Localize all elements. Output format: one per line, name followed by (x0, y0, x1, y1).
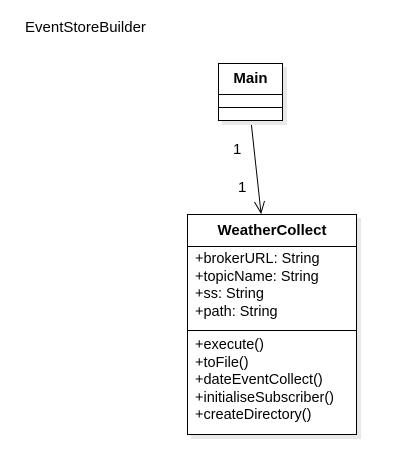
operation: +toFile() (195, 354, 249, 371)
attribute: +path: String (195, 303, 278, 320)
class-weathercollect[interactable]: WeatherCollect +brokerURL: String +topic… (187, 214, 357, 435)
class-name: WeatherCollect (217, 222, 327, 239)
attribute: +topicName: String (195, 268, 319, 285)
operation: +initialiseSubscriber() (195, 389, 335, 406)
association-line (250, 120, 262, 214)
class-name: Main (233, 70, 268, 87)
target-multiplicity: 1 (238, 179, 247, 196)
operation: +dateEventCollect() (195, 372, 323, 388)
attributes-compartment: +brokerURL: String +topicName: String +s… (188, 246, 356, 330)
open-arrowhead-icon (254, 200, 265, 215)
operations-compartment (219, 107, 282, 120)
attribute: +ss: String (195, 286, 264, 302)
attribute: +brokerURL: String (195, 251, 320, 267)
class-main[interactable]: Main (218, 63, 283, 121)
operations-compartment: +execute() +toFile() +dateEventCollect()… (188, 330, 356, 425)
diagram-title: EventStoreBuilder (25, 19, 146, 36)
operation: +execute() (195, 337, 264, 353)
source-multiplicity: 1 (233, 141, 242, 158)
operation: +createDirectory() (195, 407, 312, 423)
attributes-compartment (219, 94, 282, 107)
